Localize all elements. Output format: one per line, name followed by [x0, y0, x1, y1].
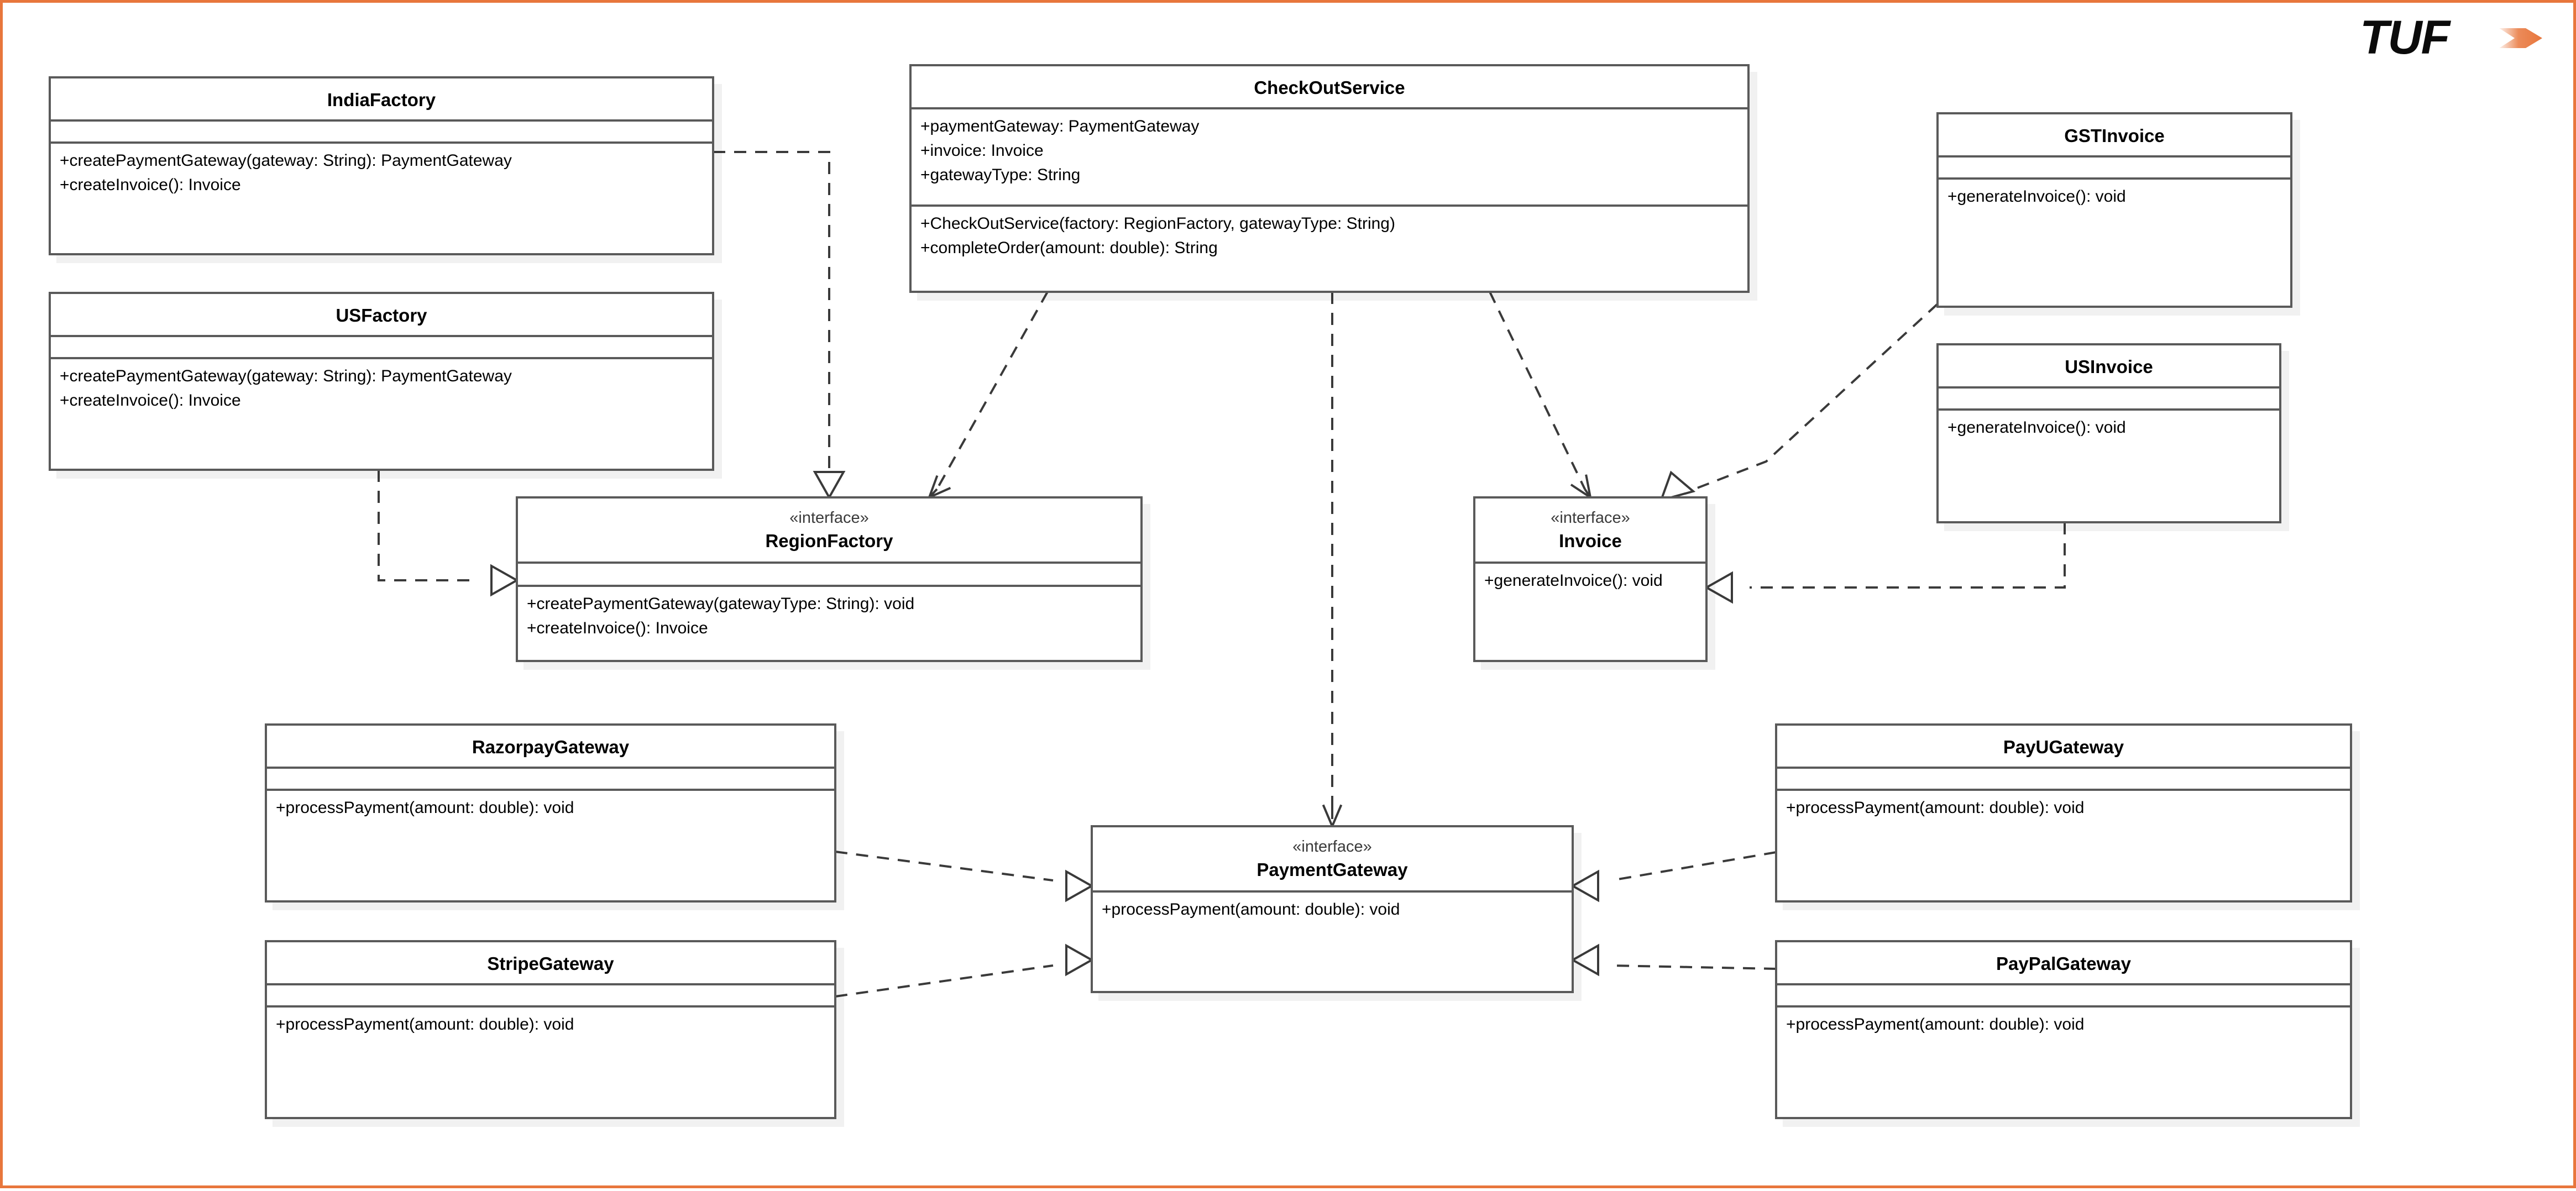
class-box-RazorpayGateway[interactable]: RazorpayGateway +processPayment(amount: d… — [265, 723, 836, 903]
class-method: +generateInvoice(): void — [1947, 187, 2126, 206]
realization-arrowhead — [813, 471, 846, 500]
rel-checkoutservice-paymentgateway — [1322, 292, 1343, 830]
tuf-arrow-icon — [2499, 28, 2542, 48]
class-title: PayPalGateway — [1996, 953, 2132, 974]
realization-arrowhead — [1065, 869, 1095, 903]
class-title: IndiaFactory — [327, 90, 436, 110]
class-method: +createPaymentGateway(gateway: String): … — [60, 151, 512, 170]
rel-paugateway-paymentgateway — [1570, 851, 1777, 903]
class-attribute: +invoice: Invoice — [920, 141, 1044, 160]
class-box-PaymentGateway[interactable]: «interface» PaymentGateway +processPayment… — [1091, 825, 1574, 993]
rel-usfactory-regionfactory — [378, 470, 520, 597]
rel-stripegateway-paymentgateway — [835, 943, 1095, 998]
class-stereotype: «interface» — [1551, 509, 1630, 527]
class-box-frame — [1936, 112, 2292, 308]
relationship-line — [1611, 851, 1777, 882]
class-box-frame — [49, 292, 714, 471]
class-method: +processPayment(amount: double): void — [1786, 799, 2084, 817]
class-attribute: +gatewayType: String — [920, 166, 1080, 184]
class-title: CheckOutService — [1254, 77, 1405, 98]
realization-arrowhead — [1570, 943, 1599, 977]
class-method: +createPaymentGateway(gatewayType: Strin… — [527, 595, 914, 613]
relationship-line — [1611, 964, 1777, 970]
class-title: PayUGateway — [2003, 737, 2124, 757]
class-box-Invoice[interactable]: «interface» Invoice +generateInvoice(): vo… — [1473, 496, 1708, 662]
rel-checkoutservice-regionfactory — [927, 291, 1049, 500]
class-title: RegionFactory — [765, 531, 893, 551]
class-method: +generateInvoice(): void — [1484, 571, 1663, 590]
class-box-GSTInvoice[interactable]: GSTInvoice +generateInvoice(): void — [1936, 112, 2292, 308]
realization-arrowhead — [1704, 571, 1733, 604]
class-title: Invoice — [1559, 531, 1622, 551]
class-box-frame — [1091, 825, 1574, 993]
uml-diagram-canvas: IndiaFactory +createPaymentGateway(gatewa… — [49, 64, 2352, 1119]
class-box-frame — [1936, 343, 2281, 523]
class-box-USFactory[interactable]: USFactory +createPaymentGateway(gateway: … — [49, 292, 714, 471]
class-method: +generateInvoice(): void — [1947, 418, 2126, 437]
class-box-frame — [516, 496, 1143, 662]
class-box-frame — [265, 723, 836, 903]
class-box-layer: IndiaFactory +createPaymentGateway(gatewa… — [49, 64, 2352, 1119]
relationship-line — [1750, 522, 2066, 589]
class-title: USInvoice — [2065, 356, 2153, 377]
class-box-frame — [1775, 723, 2352, 903]
class-method: +createInvoice(): Invoice — [527, 619, 708, 637]
tuf-logo: TUF — [2360, 13, 2542, 64]
class-method: +processPayment(amount: double): void — [1102, 900, 1400, 919]
class-method: +createPaymentGateway(gateway: String): … — [60, 367, 512, 385]
class-box-StripeGateway[interactable]: StripeGateway +processPayment(amount: dou… — [265, 940, 836, 1119]
class-title: RazorpayGateway — [472, 737, 630, 757]
relationship-line — [1489, 291, 1586, 490]
realization-arrowhead — [1065, 943, 1095, 977]
class-box-PayPalGateway[interactable]: PayPalGateway +processPayment(amount: dou… — [1775, 940, 2352, 1119]
tuf-logo-text: TUF — [2360, 13, 2452, 64]
class-method: +processPayment(amount: double): void — [1786, 1015, 2084, 1033]
rel-indiafactory-regionfactory — [713, 151, 846, 500]
class-box-frame — [49, 76, 714, 255]
class-box-frame — [1775, 940, 2352, 1119]
rel-gstinvoice-invoice — [1659, 303, 1939, 502]
class-box-CheckOutService[interactable]: CheckOutService +paymentGateway: PaymentG… — [909, 64, 1750, 293]
class-method: +processPayment(amount: double): void — [276, 1015, 574, 1033]
class-box-IndiaFactory[interactable]: IndiaFactory +createPaymentGateway(gatewa… — [49, 76, 714, 255]
rel-razorpaygateway-paymentgateway — [835, 851, 1095, 903]
class-box-PayUGateway[interactable]: PayUGateway +processPayment(amount: doubl… — [1775, 723, 2352, 903]
relationship-line — [713, 151, 830, 478]
class-box-frame — [265, 940, 836, 1119]
class-title: StripeGateway — [487, 953, 614, 974]
relationship-line — [936, 291, 1049, 490]
rel-usinvoice-invoice — [1704, 522, 2066, 604]
class-attribute: +paymentGateway: PaymentGateway — [920, 117, 1199, 135]
class-method: +completeOrder(amount: double): String — [920, 239, 1218, 257]
class-method: +processPayment(amount: double): void — [276, 799, 574, 817]
relationship-layer — [378, 151, 2066, 998]
class-method: +createInvoice(): Invoice — [60, 176, 241, 194]
realization-arrowhead — [1659, 470, 1696, 502]
class-box-USInvoice[interactable]: USInvoice +generateInvoice(): void — [1936, 343, 2281, 523]
class-box-RegionFactory[interactable]: «interface» RegionFactory +createPaymentGa… — [516, 496, 1143, 662]
class-title: USFactory — [336, 305, 427, 326]
class-method: +CheckOutService(factory: RegionFactory,… — [920, 214, 1395, 233]
relationship-line — [378, 470, 478, 581]
rel-checkoutservice-invoice — [1489, 291, 1592, 500]
class-stereotype: «interface» — [789, 509, 869, 527]
realization-arrowhead — [490, 564, 520, 597]
relationship-line — [835, 851, 1054, 882]
class-box-frame — [1473, 496, 1708, 662]
class-title: GSTInvoice — [2064, 125, 2165, 146]
class-stereotype: «interface» — [1292, 838, 1372, 856]
class-method: +createInvoice(): Invoice — [60, 391, 241, 410]
class-box-frame — [909, 64, 1750, 293]
relationship-line — [835, 964, 1054, 998]
realization-arrowhead — [1570, 869, 1599, 903]
rel-paypalgateway-paymentgateway — [1570, 943, 1777, 977]
class-title: PaymentGateway — [1256, 859, 1408, 880]
relationship-line — [1694, 303, 1939, 490]
